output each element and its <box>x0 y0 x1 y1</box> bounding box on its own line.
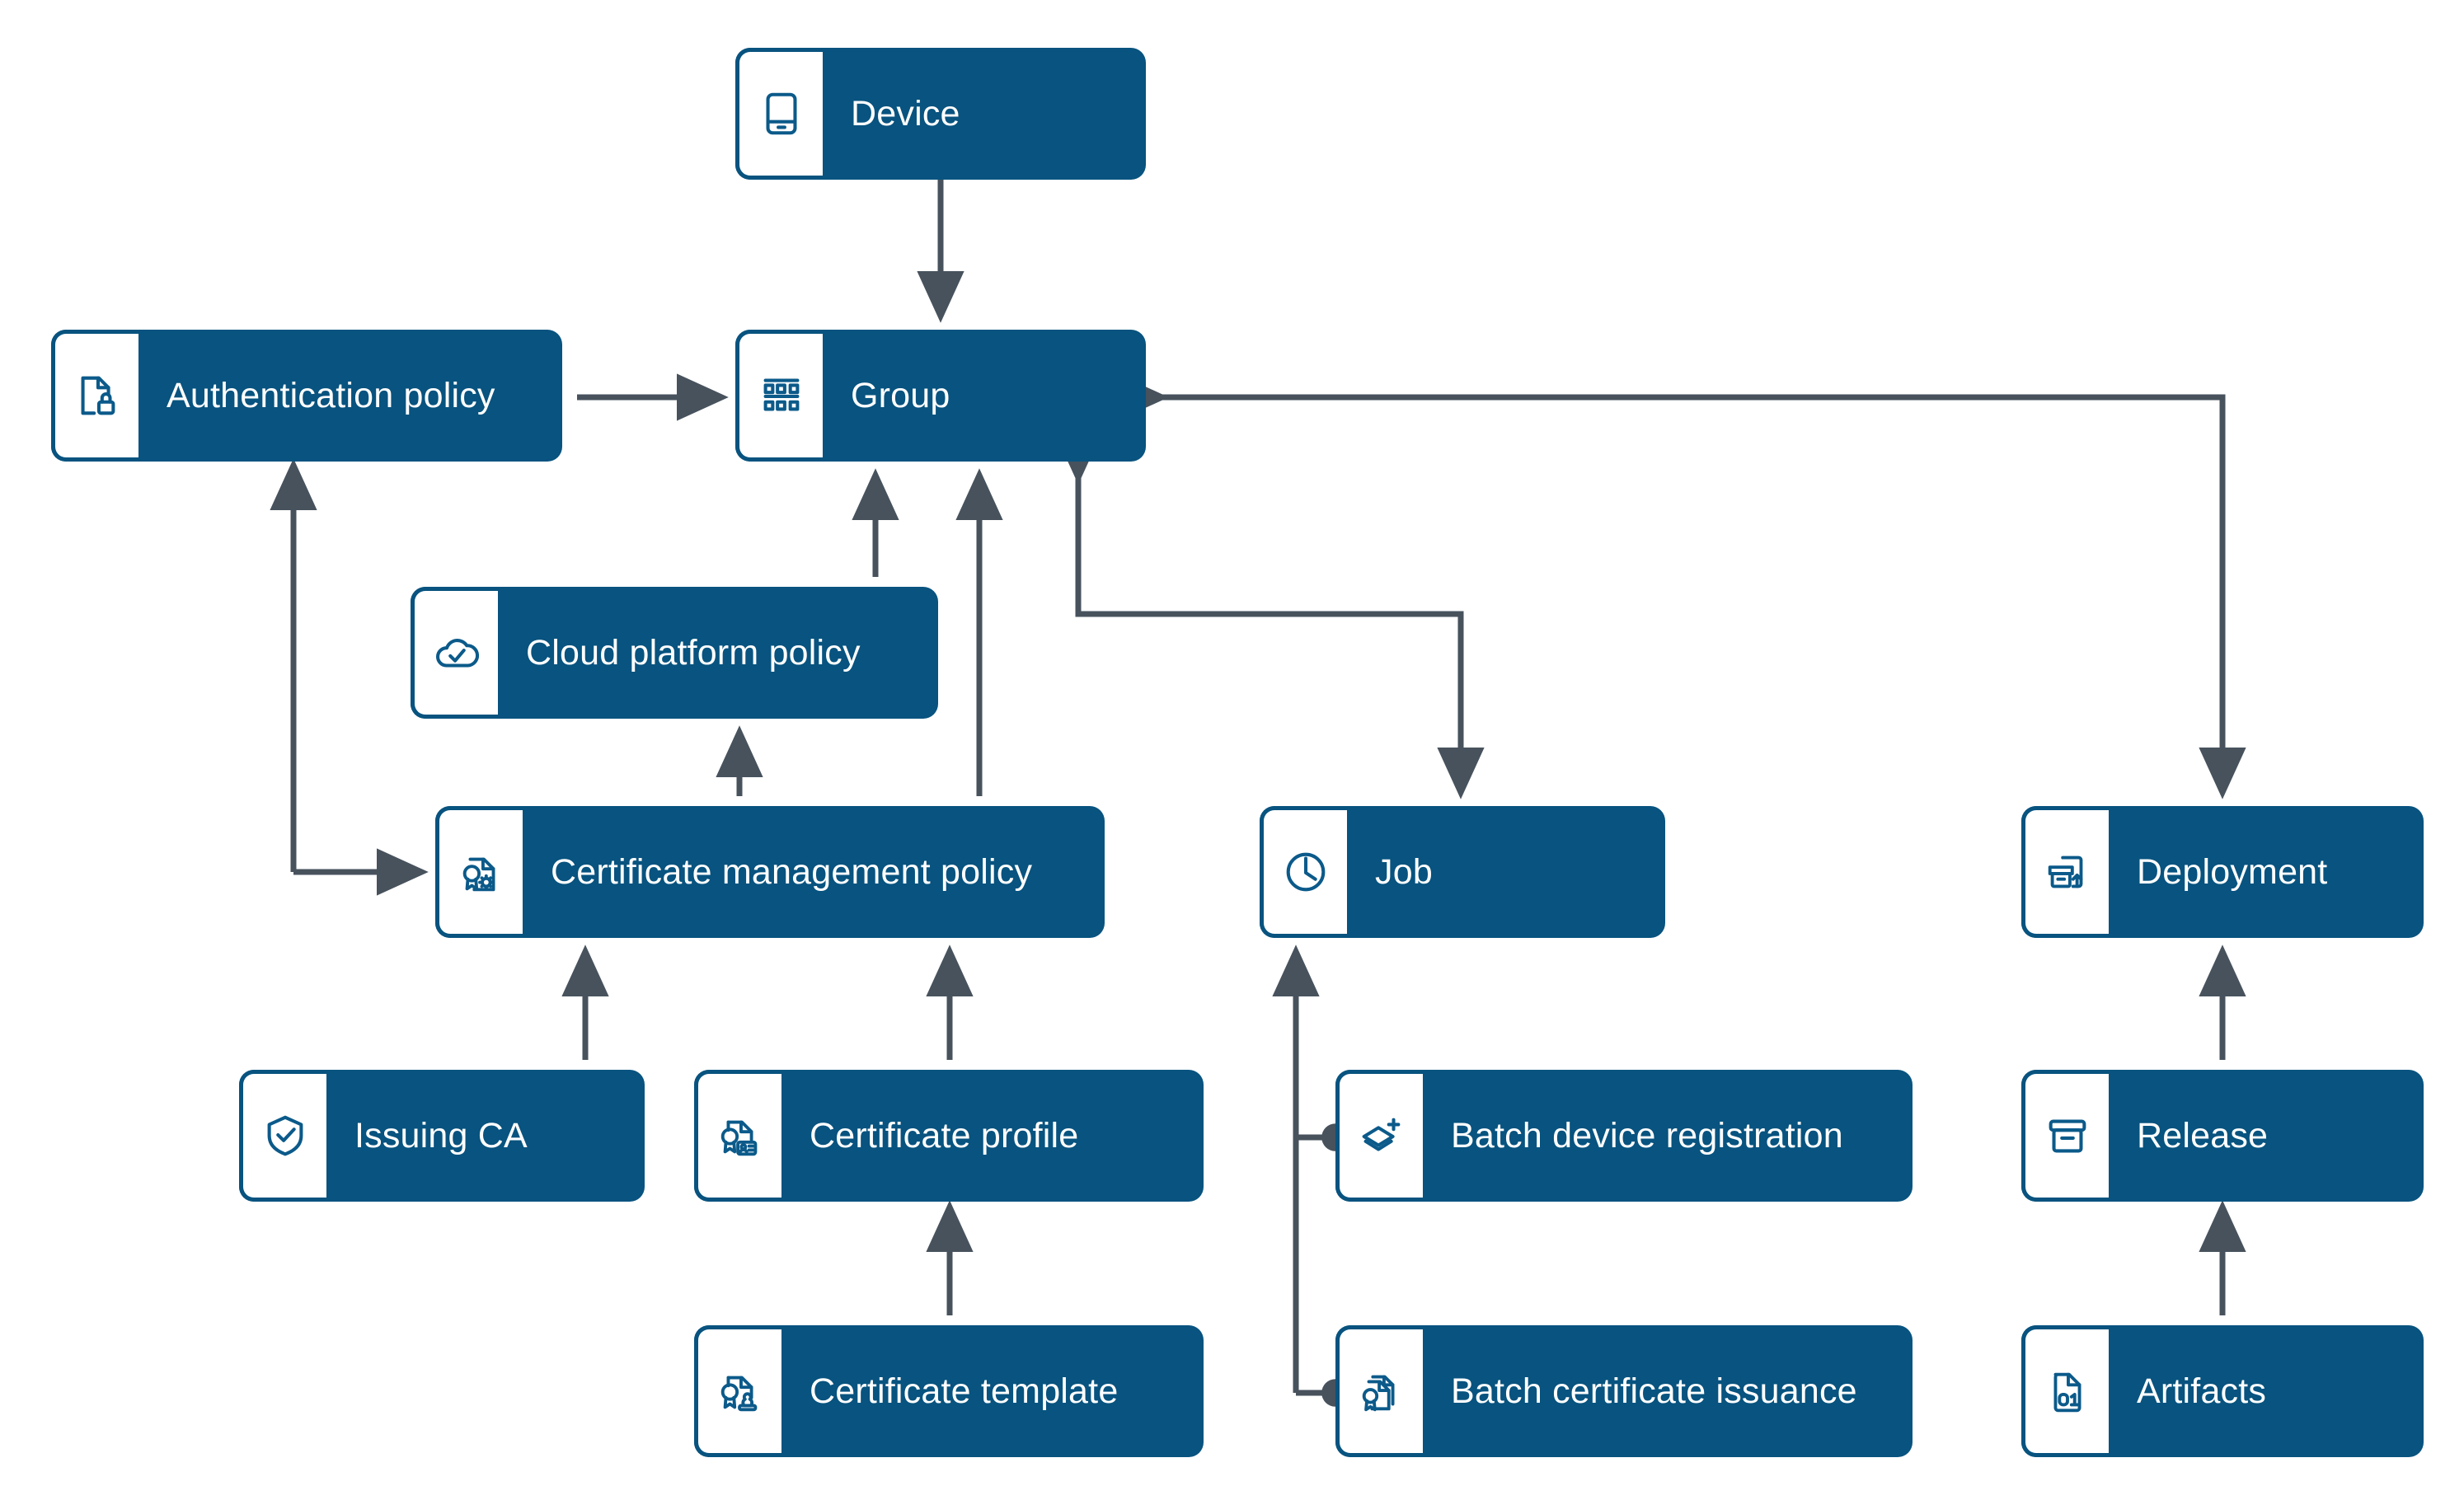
node-label: Artifacts <box>2137 1371 2267 1411</box>
node-cloud-platform-policy[interactable]: Cloud platform policy <box>411 587 938 719</box>
edge-group-deployment <box>1116 373 2246 799</box>
node-label: Certificate profile <box>810 1115 1079 1155</box>
node-label: Certificate template <box>810 1371 1119 1411</box>
node-label: Job <box>1375 851 1433 892</box>
node-label: Release <box>2137 1115 2269 1155</box>
node-label: Issuing CA <box>354 1115 528 1155</box>
node-label: Group <box>851 375 950 415</box>
shield-check-icon <box>239 1070 326 1202</box>
binary-file-icon <box>2021 1325 2109 1457</box>
edge-group-job <box>1054 432 1485 799</box>
tablet-device-icon <box>735 48 823 180</box>
node-deployment[interactable]: Deployment <box>2021 806 2424 938</box>
box-upload-icon <box>2021 806 2109 938</box>
clock-icon <box>1260 806 1347 938</box>
node-batch-device-registration[interactable]: Batch device registration <box>1335 1070 1913 1202</box>
node-label: Cloud platform policy <box>526 632 861 673</box>
certificate-id-card-icon <box>694 1070 781 1202</box>
node-authentication-policy[interactable]: Authentication policy <box>51 330 562 462</box>
node-release[interactable]: Release <box>2021 1070 2424 1202</box>
node-device[interactable]: Device <box>735 48 1146 180</box>
cloud-check-icon <box>411 587 498 719</box>
node-group[interactable]: Group <box>735 330 1146 462</box>
node-batch-certificate-issuance[interactable]: Batch certificate issuance <box>1335 1325 1913 1457</box>
node-certificate-profile[interactable]: Certificate profile <box>694 1070 1204 1202</box>
certificate-stack-icon <box>1335 1325 1423 1457</box>
grid-table-icon <box>735 330 823 462</box>
node-certificate-management-policy[interactable]: Certificate management policy <box>435 806 1105 938</box>
node-label: Certificate management policy <box>551 851 1033 892</box>
node-label: Batch certificate issuance <box>1451 1371 1857 1411</box>
node-artifacts[interactable]: Artifacts <box>2021 1325 2424 1457</box>
node-job[interactable]: Job <box>1260 806 1665 938</box>
node-certificate-template[interactable]: Certificate template <box>694 1325 1204 1457</box>
certificate-gear-icon <box>435 806 523 938</box>
document-lock-icon <box>51 330 138 462</box>
certificate-stamp-icon <box>694 1325 781 1457</box>
node-label: Authentication policy <box>167 375 495 415</box>
node-label: Deployment <box>2137 851 2328 892</box>
node-label: Batch device registration <box>1451 1115 1843 1155</box>
archive-box-icon <box>2021 1070 2109 1202</box>
node-issuing-ca[interactable]: Issuing CA <box>239 1070 645 1202</box>
node-label: Device <box>851 93 960 134</box>
layers-plus-icon <box>1335 1070 1423 1202</box>
